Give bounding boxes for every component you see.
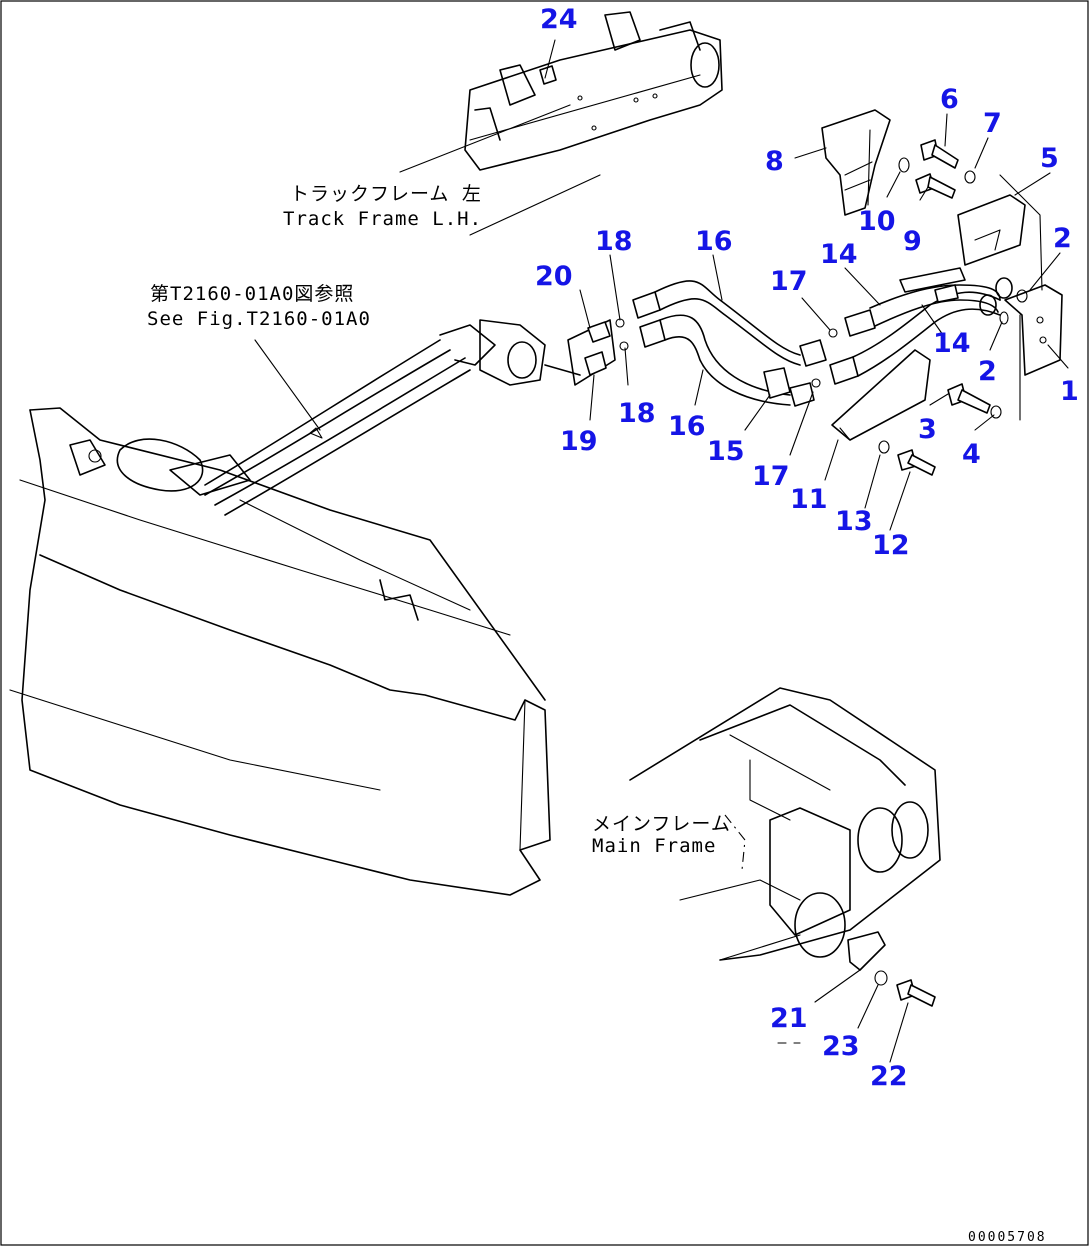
callout-13: 13 (835, 506, 873, 537)
main-frame-jp-label: メインフレーム (592, 813, 731, 835)
blade-hoses-drawing (204, 319, 581, 516)
callout-11: 11 (790, 484, 828, 515)
callout-20: 20 (535, 261, 573, 292)
track-frame-lh-drawing (399, 11, 723, 236)
callout-16-upper: 16 (695, 226, 733, 257)
callout-4: 4 (962, 439, 981, 470)
callout-18-lower: 18 (618, 398, 656, 429)
track-frame-jp-label: トラックフレーム 左 (290, 183, 482, 205)
callout-17-upper: 17 (770, 266, 808, 297)
callout-17-lower: 17 (752, 461, 790, 492)
callout-2-upper: 2 (1053, 223, 1072, 254)
callout-15: 15 (707, 436, 745, 467)
see-fig-en-label: See Fig.T2160-01A0 (147, 308, 371, 330)
callout-23: 23 (822, 1031, 860, 1062)
callout-24: 24 (540, 4, 578, 35)
see-fig-jp-label: 第T2160-01A0図参照 (150, 283, 354, 305)
callout-14-lower: 14 (933, 328, 971, 359)
callout-3: 3 (918, 414, 937, 445)
callout-5: 5 (1040, 143, 1059, 174)
callout-9: 9 (903, 226, 922, 257)
pipe-assembly-drawing (567, 267, 1013, 407)
main-frame-drawing (629, 687, 941, 1007)
callout-18-upper: 18 (595, 226, 633, 257)
callout-16-lower: 16 (668, 411, 706, 442)
callout-14-upper: 14 (820, 239, 858, 270)
callout-12: 12 (872, 530, 910, 561)
callout-7: 7 (983, 108, 1002, 139)
document-number: 00005708 (968, 1230, 1047, 1245)
callout-8: 8 (765, 146, 784, 177)
callout-1: 1 (1060, 376, 1079, 407)
main-frame-en-label: Main Frame (592, 835, 716, 857)
blade-drawing (9, 407, 551, 896)
leader-lines (544, 39, 1069, 1063)
callout-21: 21 (770, 1003, 808, 1034)
callout-10: 10 (858, 206, 896, 237)
callout-6: 6 (940, 84, 959, 115)
callout-19: 19 (560, 426, 598, 457)
brackets-drawing (821, 109, 1063, 476)
callout-2-lower: 2 (978, 356, 997, 387)
callout-22: 22 (870, 1061, 908, 1092)
track-frame-en-label: Track Frame L.H. (283, 208, 482, 230)
